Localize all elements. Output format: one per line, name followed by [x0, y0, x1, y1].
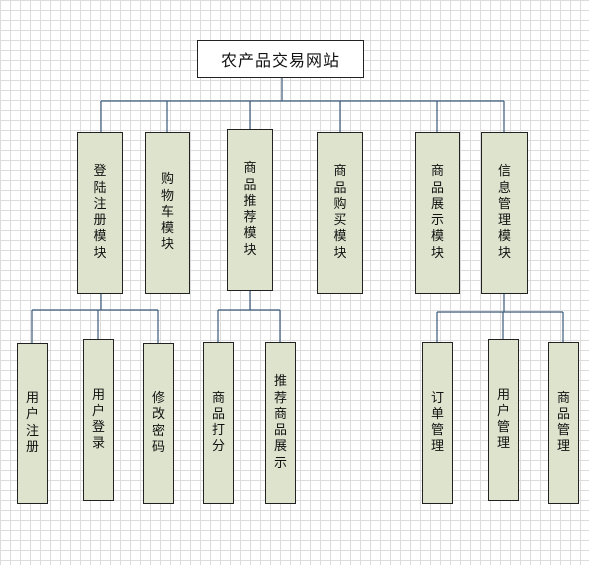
module-product-display: 商品展示模块: [415, 132, 460, 294]
submodule-label: 推荐商品展示: [273, 374, 287, 471]
submodule-label: 用户管理: [496, 387, 510, 452]
submodule-label: 商品打分: [211, 390, 225, 455]
module-label: 商品推荐模块: [243, 161, 257, 258]
submodule-label: 用户登录: [91, 387, 105, 452]
submodule-change-password: 修改密码: [143, 343, 174, 504]
module-label: 购物车模块: [160, 172, 174, 253]
submodule-order-management: 订单管理: [422, 342, 453, 504]
submodule-label: 用户注册: [25, 391, 39, 455]
module-login-register: 登陆注册模块: [77, 132, 123, 294]
module-label: 商品展示模块: [430, 164, 444, 261]
module-label: 登陆注册模块: [93, 164, 107, 261]
submodule-user-register: 用户注册: [17, 343, 48, 504]
submodule-label: 商品管理: [556, 390, 570, 455]
module-label: 商品购买模块: [333, 164, 347, 261]
submodule-label: 订单管理: [430, 390, 444, 455]
module-product-recommend: 商品推荐模块: [227, 129, 273, 291]
submodule-recommended-display: 推荐商品展示: [265, 342, 296, 504]
root-label: 农产品交易网站: [220, 51, 340, 70]
module-product-purchase: 商品购买模块: [317, 132, 363, 294]
module-info-management: 信息管理模块: [481, 132, 528, 294]
module-shopping-cart: 购物车模块: [145, 132, 190, 294]
submodule-product-rating: 商品打分: [203, 342, 234, 504]
module-label: 信息管理模块: [497, 164, 511, 261]
submodule-user-login: 用户登录: [83, 339, 114, 501]
submodule-label: 修改密码: [151, 391, 165, 455]
submodule-user-management: 用户管理: [488, 339, 519, 501]
submodule-product-management: 商品管理: [548, 342, 579, 504]
root-node: 农产品交易网站: [197, 40, 364, 78]
